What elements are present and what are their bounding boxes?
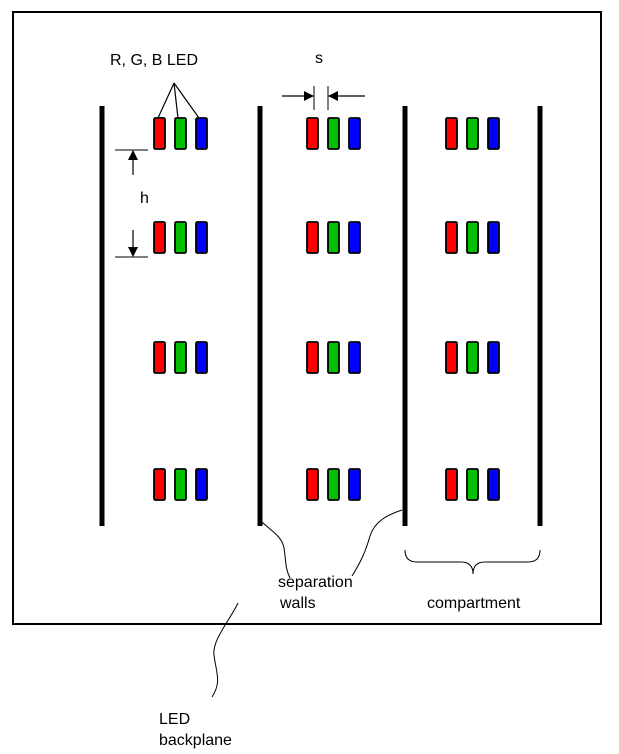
red-led [445, 341, 458, 374]
red-led [153, 117, 166, 150]
green-led [174, 468, 187, 501]
blue-led [348, 341, 361, 374]
rgb-led-group [153, 221, 208, 254]
red-led [153, 221, 166, 254]
blue-led [348, 117, 361, 150]
rgb-led-label: R, G, B LED [110, 52, 199, 69]
red-led [153, 468, 166, 501]
backplane-frame [12, 11, 602, 625]
rgb-led-pointer [157, 82, 200, 119]
compartment-brace [404, 549, 541, 575]
blue-led [487, 117, 500, 150]
blue-led [487, 221, 500, 254]
green-led [174, 117, 187, 150]
blue-led [487, 468, 500, 501]
green-led [174, 341, 187, 374]
rgb-led-group [153, 468, 208, 501]
red-led [306, 468, 319, 501]
green-led [327, 341, 340, 374]
rgb-led-group [445, 221, 500, 254]
green-led [327, 117, 340, 150]
blue-led [195, 341, 208, 374]
green-led [466, 468, 479, 501]
rgb-led-group [445, 117, 500, 150]
backplane-callout [211, 602, 239, 698]
rgb-led-group [153, 117, 208, 150]
red-led [306, 117, 319, 150]
red-led [306, 341, 319, 374]
separation-walls-label-line2: walls [280, 595, 316, 612]
red-led [306, 221, 319, 254]
red-led [445, 468, 458, 501]
backplane-label-line1: LED [159, 711, 191, 728]
rgb-led-group [306, 341, 361, 374]
rgb-led-group [306, 468, 361, 501]
height-label: h [140, 190, 149, 207]
separation-walls-label-line1: separation [278, 574, 353, 591]
rgb-led-group [306, 221, 361, 254]
green-led [327, 221, 340, 254]
blue-led [195, 221, 208, 254]
rgb-led-group [445, 468, 500, 501]
rgb-led-group [306, 117, 361, 150]
green-led [174, 221, 187, 254]
blue-led [348, 221, 361, 254]
separation-walls [99, 106, 543, 526]
blue-led [348, 468, 361, 501]
rgb-led-group [153, 341, 208, 374]
led-groups [153, 117, 500, 501]
spacing-label: s [315, 50, 323, 67]
spacing-dimension [282, 86, 365, 110]
red-led [445, 117, 458, 150]
compartment-label: compartment [427, 595, 521, 612]
red-led [153, 341, 166, 374]
green-led [327, 468, 340, 501]
green-led [466, 341, 479, 374]
blue-led [195, 468, 208, 501]
green-led [466, 117, 479, 150]
blue-led [487, 341, 500, 374]
green-led [466, 221, 479, 254]
separation-walls-callout [261, 509, 403, 579]
blue-led [195, 117, 208, 150]
height-dimension [115, 149, 148, 258]
backplane-label-line2: backplane [159, 732, 232, 749]
rgb-led-group [445, 341, 500, 374]
red-led [445, 221, 458, 254]
